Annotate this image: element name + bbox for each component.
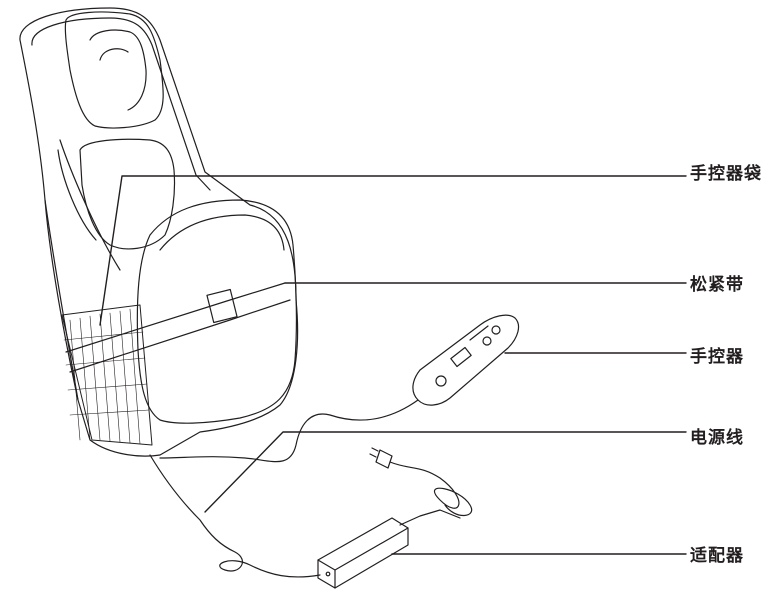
power-plug — [370, 448, 472, 516]
label-strap: 松紧带 — [690, 270, 744, 295]
label-controller-pocket: 手控器袋 — [690, 159, 762, 184]
strap — [66, 283, 290, 372]
callout-lines — [100, 176, 686, 554]
adapter — [318, 510, 460, 588]
leader-power-cord — [205, 432, 686, 512]
remote-controller — [413, 315, 519, 405]
headrest — [65, 12, 163, 128]
leader-controller-pocket — [100, 176, 686, 325]
label-power-cord: 电源线 — [690, 423, 744, 448]
label-adapter: 适配器 — [690, 541, 744, 566]
power-cord — [150, 455, 320, 577]
mesh-panel — [62, 305, 152, 445]
cushion-body — [20, 8, 298, 456]
label-controller: 手控器 — [690, 342, 744, 367]
lumbar-pillow — [137, 200, 296, 423]
